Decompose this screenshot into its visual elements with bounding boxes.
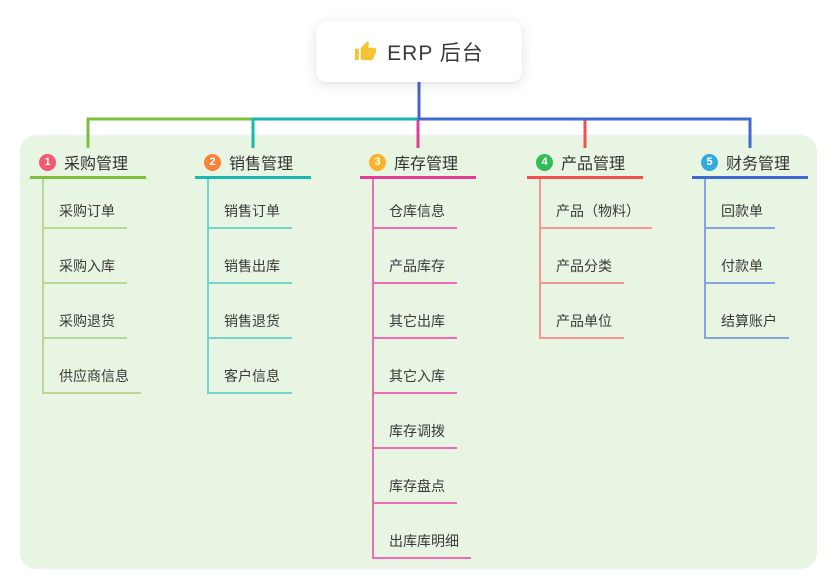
child-node[interactable]: 库存盘点 (374, 449, 457, 504)
child-node[interactable]: 库存调拨 (374, 394, 457, 449)
root-node-label: ERP 后台 (387, 41, 484, 65)
child-node-label: 库存调拨 (389, 423, 445, 439)
child-node-label: 产品库存 (389, 258, 445, 274)
branch-sales: 2 销售管理 销售订单销售出库销售退货客户信息 (195, 148, 311, 394)
child-node-label: 其它入库 (389, 368, 445, 384)
branch-title-finance[interactable]: 5 财务管理 (692, 148, 808, 179)
child-node-label: 产品单位 (556, 313, 612, 329)
child-node[interactable]: 付款单 (706, 229, 775, 284)
child-node-label: 产品分类 (556, 258, 612, 274)
child-node[interactable]: 其它入库 (374, 339, 457, 394)
child-node-label: 产品（物料） (556, 203, 640, 219)
branch-finance: 5 财务管理 回款单付款单结算账户 (692, 148, 808, 339)
child-node[interactable]: 回款单 (706, 179, 775, 229)
child-node-label: 付款单 (721, 258, 763, 274)
thumbs-up-icon (354, 40, 377, 63)
child-node-label: 销售订单 (224, 203, 280, 219)
child-node-label: 出库库明细 (389, 533, 459, 549)
branch-children: 产品（物料） 产品分类产品单位 (539, 179, 652, 339)
root-node[interactable]: ERP 后台 (316, 21, 522, 82)
child-node[interactable]: 产品（物料） (541, 179, 652, 229)
child-node[interactable]: 采购退货 (44, 284, 127, 339)
child-node-label: 其它出库 (389, 313, 445, 329)
child-node-label: 仓库信息 (389, 203, 445, 219)
branch-title-inventory[interactable]: 3 库存管理 (360, 148, 476, 179)
branch-children: 回款单付款单结算账户 (704, 179, 808, 339)
child-node[interactable]: 结算账户 (706, 284, 789, 339)
child-node-label: 采购退货 (59, 313, 115, 329)
branch-product: 4 产品管理 产品（物料） 产品分类产品单位 (527, 148, 652, 339)
branch-index-badge: 3 (369, 153, 386, 171)
child-node[interactable]: 供应商信息 (44, 339, 141, 394)
branch-inventory: 3 库存管理 仓库信息产品库存其它出库其它入库库存调拨库存盘点出库库明细 (360, 148, 476, 559)
child-node-label: 结算账户 (721, 313, 777, 329)
child-node[interactable]: 采购订单 (44, 179, 127, 229)
child-node-label: 回款单 (721, 203, 763, 219)
child-node[interactable]: 产品库存 (374, 229, 457, 284)
child-node[interactable]: 采购入库 (44, 229, 127, 284)
branch-title-procurement[interactable]: 1 采购管理 (30, 148, 146, 179)
branch-index-badge: 5 (701, 153, 718, 171)
branch-index-badge: 1 (39, 153, 56, 171)
child-node-label: 供应商信息 (59, 368, 129, 384)
branch-label: 库存管理 (394, 156, 459, 173)
child-node[interactable]: 产品分类 (541, 229, 624, 284)
branch-index-badge: 4 (536, 153, 553, 171)
child-node[interactable]: 销售订单 (209, 179, 292, 229)
child-node-label: 销售出库 (224, 258, 280, 274)
child-node-label: 客户信息 (224, 368, 280, 384)
branch-label: 采购管理 (64, 156, 129, 173)
branch-label: 产品管理 (561, 156, 626, 173)
branch-children: 仓库信息产品库存其它出库其它入库库存调拨库存盘点出库库明细 (372, 179, 476, 559)
child-node[interactable]: 其它出库 (374, 284, 457, 339)
child-node[interactable]: 出库库明细 (374, 504, 471, 559)
branch-children: 销售订单销售出库销售退货客户信息 (207, 179, 311, 394)
branches-background-panel (20, 135, 817, 569)
branch-index-badge: 2 (204, 153, 221, 171)
child-node[interactable]: 客户信息 (209, 339, 292, 394)
child-node-label: 库存盘点 (389, 478, 445, 494)
child-node[interactable]: 销售退货 (209, 284, 292, 339)
branch-label: 财务管理 (726, 156, 791, 173)
child-node[interactable]: 产品单位 (541, 284, 624, 339)
child-node-label: 销售退货 (224, 313, 280, 329)
branch-title-sales[interactable]: 2 销售管理 (195, 148, 311, 179)
child-node[interactable]: 仓库信息 (374, 179, 457, 229)
branch-label: 销售管理 (229, 156, 294, 173)
child-node-label: 采购入库 (59, 258, 115, 274)
child-node[interactable]: 销售出库 (209, 229, 292, 284)
child-node-label: 采购订单 (59, 203, 115, 219)
branch-procurement: 1 采购管理 采购订单采购入库采购退货供应商信息 (30, 148, 146, 394)
branch-children: 采购订单采购入库采购退货供应商信息 (42, 179, 146, 394)
branch-title-product[interactable]: 4 产品管理 (527, 148, 643, 179)
